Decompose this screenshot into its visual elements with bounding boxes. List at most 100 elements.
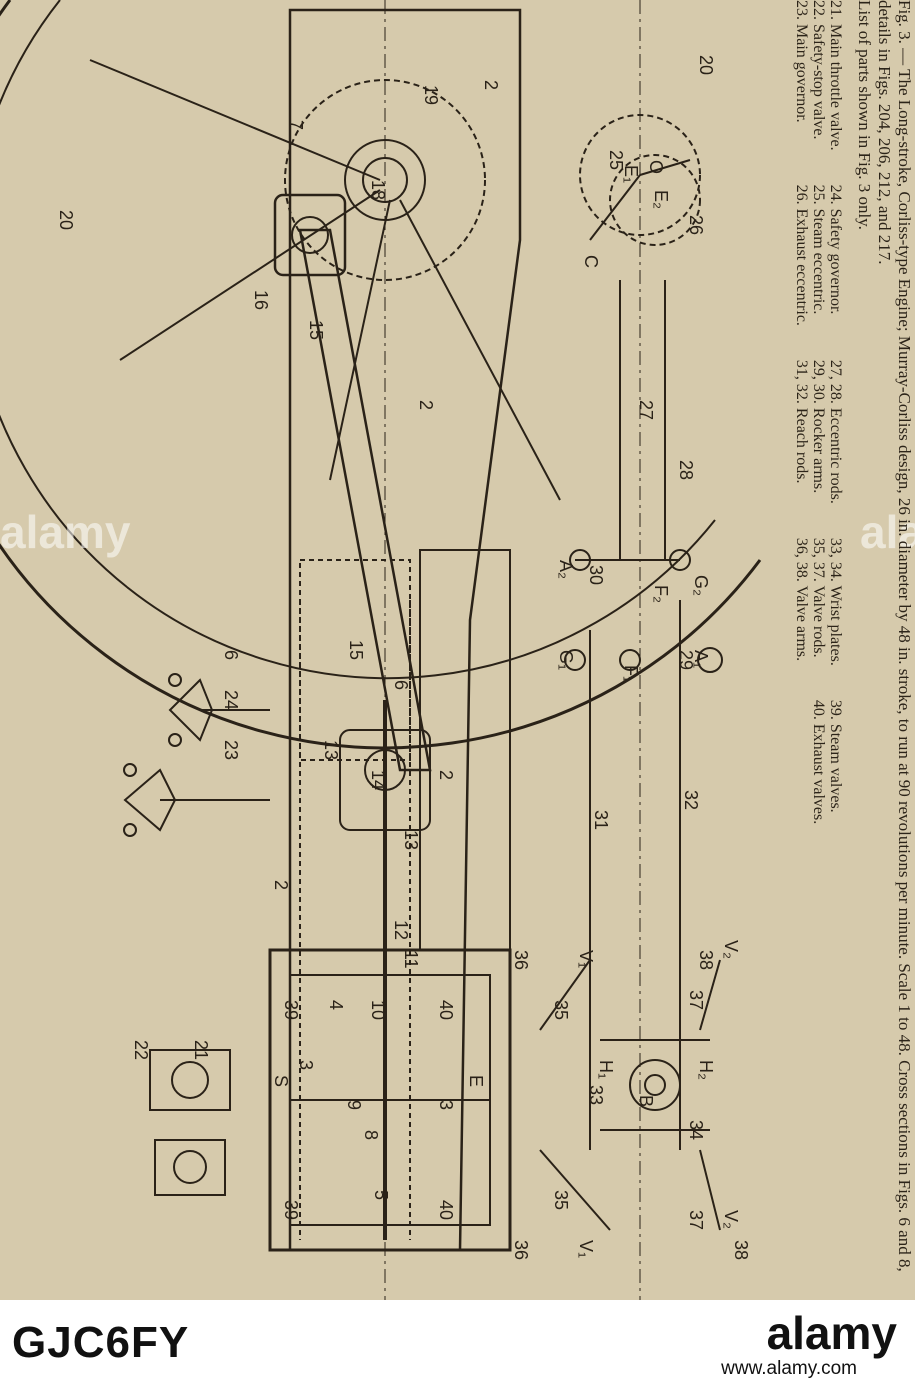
label-34: 34	[686, 1120, 706, 1140]
part-entry: 33, 34. Wrist plates.	[827, 537, 844, 666]
label-36a: 36	[511, 950, 531, 970]
label-2b: 2	[416, 400, 436, 410]
flywheel-hub	[284, 79, 486, 281]
label-36b: 36	[511, 1240, 531, 1260]
part-entry: 26. Exhaust eccentric.	[793, 184, 810, 326]
label-33: 33	[586, 1085, 606, 1105]
label-G2: G₂	[691, 575, 711, 596]
label-37a: 37	[686, 990, 706, 1010]
label-F1: F₁	[621, 665, 641, 682]
label-32: 32	[681, 790, 701, 810]
label-14: 14	[368, 770, 388, 790]
part-entry: 35, 37. Valve rods.	[810, 537, 827, 658]
label-V1b: V₁	[576, 1240, 596, 1258]
label-23: 23	[221, 740, 241, 760]
label-3a: 3	[296, 1060, 316, 1070]
part-entry: 36, 38. Valve arms.	[793, 537, 810, 662]
label-B: B	[636, 1095, 656, 1107]
label-2c: 2	[436, 770, 456, 780]
label-26: 26	[686, 215, 706, 235]
flywheel-rim-inner	[0, 0, 716, 680]
label-16: 16	[251, 290, 271, 310]
label-4: 4	[326, 1000, 346, 1010]
part-entry: 29, 30. Rocker arms.	[810, 359, 827, 494]
label-10: 10	[368, 1000, 388, 1020]
label-H1: H₁	[596, 1060, 616, 1079]
governor-23	[123, 763, 270, 837]
parts-column: 24. Safety governor. 25. Steam eccentric…	[793, 185, 844, 326]
label-E: E	[466, 1075, 486, 1087]
part-entry: 27, 28. Eccentric rods.	[827, 359, 844, 504]
label-2d: 2	[271, 880, 291, 890]
label-9: 9	[344, 1100, 364, 1110]
part-entry: 25. Steam eccentric.	[810, 184, 827, 315]
label-40b: 40	[436, 1200, 456, 1220]
label-30: 30	[586, 565, 606, 585]
engine-drawing: 20 20 19 18 7 16 15 15 2 2 2 2 6 6 14 13…	[0, 0, 762, 1300]
label-5: 5	[371, 1190, 391, 1200]
watermark-right: alamy	[860, 506, 915, 558]
part-entry: 21. Main throttle valve.	[827, 0, 844, 151]
parts-column: 27, 28. Eccentric rods. 29, 30. Rocker a…	[793, 360, 844, 504]
parts-column: 39. Steam valves. 40. Exhaust valves.	[793, 700, 844, 824]
label-E1: E₁	[621, 165, 641, 183]
label-39b: 39	[281, 1200, 301, 1220]
label-15a: 15	[306, 320, 326, 340]
label-E2: E₂	[651, 190, 671, 209]
label-39a: 39	[281, 1000, 301, 1020]
cylinder	[268, 948, 512, 1252]
label-15b: 15	[346, 640, 366, 660]
label-3b: 3	[436, 1100, 456, 1110]
label-22: 22	[131, 1040, 151, 1060]
label-12: 12	[391, 920, 411, 940]
label-13a: 13	[321, 740, 341, 760]
label-C: C	[581, 255, 601, 268]
label-19: 19	[421, 85, 441, 105]
part-entry: 39. Steam valves.	[827, 699, 844, 813]
label-O: O	[646, 160, 666, 174]
flywheel-rim	[0, 0, 762, 750]
label-28: 28	[676, 460, 696, 480]
label-13b: 13	[401, 830, 421, 850]
valve-gear	[539, 280, 723, 1231]
label-27: 27	[636, 400, 656, 420]
label-18: 18	[368, 180, 388, 200]
label-29: 29	[676, 650, 696, 670]
stock-footer: GJC6FY alamy www.alamy.com	[0, 1300, 915, 1390]
label-A2: A₂	[556, 560, 576, 579]
alamy-logo[interactable]: alamy	[766, 1307, 897, 1359]
label-6a: 6	[391, 680, 411, 690]
label-24: 24	[221, 690, 241, 710]
part-entry: 24. Safety governor.	[827, 184, 844, 315]
label-V2a: V₂	[721, 940, 741, 959]
label-25: 25	[606, 150, 626, 170]
label-35a: 35	[551, 1000, 571, 1020]
engine-plate: 20 20 19 18 7 16 15 15 2 2 2 2 6 6 14 13…	[0, 0, 915, 1300]
part-entry: 40. Exhaust valves.	[810, 699, 827, 825]
parts-column: 33, 34. Wrist plates. 35, 37. Valve rods…	[793, 538, 844, 666]
label-G1: G₁	[556, 650, 576, 670]
figure-caption: Fig. 3. — The Long-stroke, Corliss-type …	[748, 0, 915, 1300]
caption-note: List of parts shown in Fig. 3 only.	[855, 0, 874, 230]
exhaust-eccentric	[609, 154, 701, 246]
parts-column: 21. Main throttle valve. 22. Safety-stop…	[793, 0, 844, 151]
parts-list: 21. Main throttle valve. 22. Safety-stop…	[793, 0, 844, 1300]
throttle-valve	[149, 1049, 231, 1196]
image-id: GJC6FY	[12, 1318, 190, 1367]
label-2a: 2	[481, 80, 501, 90]
alamy-url[interactable]: www.alamy.com	[721, 1358, 857, 1379]
caption-title: Fig. 3. — The Long-stroke, Corliss-type …	[875, 0, 914, 1272]
label-6b: 6	[221, 650, 241, 660]
label-20a: 20	[56, 210, 76, 230]
part-entry: 23. Main governor.	[793, 0, 810, 123]
label-A1: A₁	[691, 650, 711, 668]
label-35b: 35	[551, 1190, 571, 1210]
label-38b: 38	[731, 1240, 751, 1260]
label-40a: 40	[436, 1000, 456, 1020]
label-11: 11	[401, 950, 421, 969]
label-F2: F₂	[651, 585, 671, 603]
governor-24	[168, 673, 270, 747]
label-37b: 37	[686, 1210, 706, 1230]
crank-box	[273, 193, 347, 277]
watermark-left: alamy	[0, 506, 131, 558]
